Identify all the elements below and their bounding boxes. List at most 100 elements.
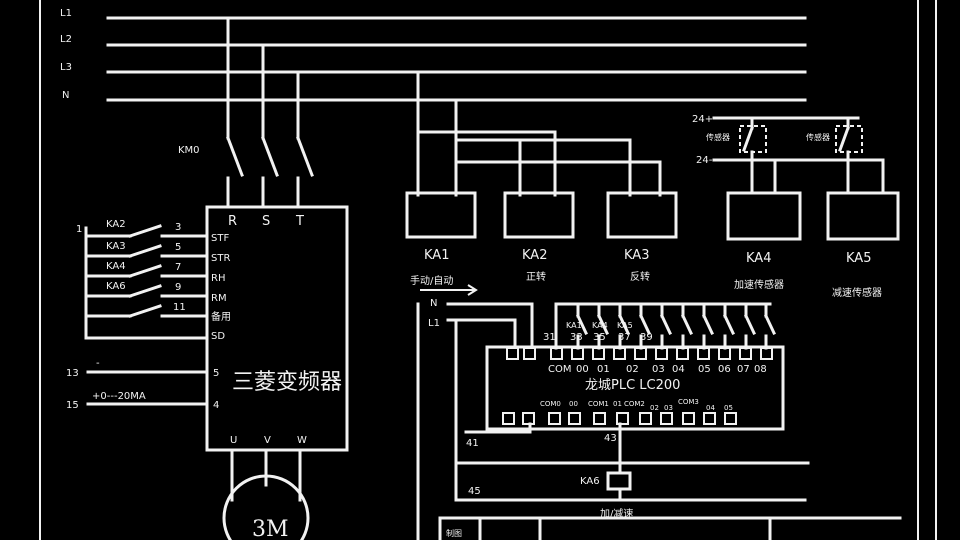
plc-output-wire-43: 43 bbox=[604, 433, 617, 444]
inverter-term-str: STR bbox=[211, 253, 230, 264]
relay-coil-ka4 bbox=[726, 191, 802, 241]
control-relay-ka3: KA3 bbox=[106, 241, 126, 252]
relay-desc-ka4: 加速传感器 bbox=[734, 278, 784, 291]
plc-output-com0: COM0 bbox=[540, 400, 561, 408]
plc-input-relay-ka5: KA5 bbox=[617, 321, 633, 330]
plc-output-02: 02 bbox=[650, 404, 659, 412]
plc-output-com2: COM2 bbox=[624, 400, 645, 408]
inverter: R S T STF STR RH RM 备用 SD 5 4 三菱变频器 U V … bbox=[205, 205, 349, 452]
power-bus: L1 L2 L3 N bbox=[60, 8, 807, 102]
control-relay-ka6: KA6 bbox=[106, 281, 126, 292]
plc-input-02: 02 bbox=[626, 364, 639, 375]
inverter-term-stf: STF bbox=[211, 233, 229, 244]
relay-desc-ka5: 减速传感器 bbox=[832, 286, 882, 299]
relay-coils: KA1 KA2 KA3 KA4 KA5 手动/自动 正转 反转 加速传感器 减速… bbox=[405, 191, 900, 299]
analog-wire-13-note: - bbox=[96, 358, 100, 369]
plc-input-03: 03 bbox=[652, 364, 665, 375]
plc-output-pins bbox=[502, 412, 737, 425]
control-relay-ka4: KA4 bbox=[106, 261, 126, 272]
inverter-term-v: V bbox=[264, 435, 271, 446]
inverter-term-spare: 备用 bbox=[211, 310, 231, 323]
relay-coil-ka5 bbox=[826, 191, 900, 241]
sensor-right-label: 传感器 bbox=[806, 132, 830, 142]
bus-label-l1: L1 bbox=[60, 8, 72, 19]
relay-label-ka5: KA5 bbox=[846, 251, 871, 266]
relay-desc-ka2: 正转 bbox=[526, 270, 546, 283]
plc-input-wire-37: 37 bbox=[618, 332, 631, 343]
plc-output-05: 05 bbox=[724, 404, 733, 412]
bus-label-l2: L2 bbox=[60, 34, 72, 45]
inverter-term-u: U bbox=[230, 435, 237, 446]
plc-output-relay-ka6: KA6 bbox=[580, 476, 600, 487]
inverter-term-r: R bbox=[228, 214, 237, 229]
analog-wire-15: 15 bbox=[66, 400, 79, 411]
wire-number-5: 5 bbox=[175, 242, 181, 253]
plc-output-com1: COM1 bbox=[588, 400, 609, 408]
inverter-term-rh: RH bbox=[211, 273, 225, 284]
plc-input-08: 08 bbox=[754, 364, 767, 375]
wire-number-9: 9 bbox=[175, 282, 181, 293]
plc-input-01: 01 bbox=[597, 364, 610, 375]
plc-output-04: 04 bbox=[706, 404, 715, 412]
plc-input-relay-ka1: KA1 bbox=[566, 321, 582, 330]
plc-output-wire-45: 45 bbox=[468, 486, 481, 497]
relay-feeders bbox=[416, 70, 662, 197]
bus-label-n: N bbox=[62, 90, 69, 101]
plc-input-switches bbox=[554, 302, 776, 350]
relay-label-ka4: KA4 bbox=[746, 251, 771, 266]
relay-coil-ka1 bbox=[405, 191, 477, 239]
inverter-term-rm: RM bbox=[211, 293, 227, 304]
inverter-title: 三菱变频器 bbox=[232, 370, 342, 395]
wire-number-3: 3 bbox=[175, 222, 181, 233]
relay-coil-ka3 bbox=[606, 191, 678, 239]
sensor-left-label: 传感器 bbox=[706, 132, 730, 142]
inverter-term-4: 4 bbox=[213, 400, 219, 411]
plc-output-wire-41: 41 bbox=[466, 438, 479, 449]
sensor-supply: 24+ 24- 传感器 传感器 bbox=[692, 114, 885, 195]
relay-desc-ka1: 手动/自动 bbox=[410, 274, 453, 287]
plc-output-com3: COM3 bbox=[678, 398, 699, 406]
inverter-term-sd: SD bbox=[211, 331, 225, 342]
supply-positive: 24+ bbox=[692, 114, 713, 125]
wire-number-7: 7 bbox=[175, 262, 181, 273]
plc-title: 龙城PLC LC200 bbox=[585, 378, 680, 393]
drawing-frame bbox=[39, 0, 937, 540]
relay-label-ka3: KA3 bbox=[624, 248, 649, 263]
relay-label-ka1: KA1 bbox=[424, 248, 449, 263]
plc-input-05: 05 bbox=[698, 364, 711, 375]
inverter-term-s: S bbox=[262, 214, 270, 229]
plc-input-00: 00 bbox=[576, 364, 589, 375]
plc-input-wire-33: 33 bbox=[570, 332, 583, 343]
motor: 3M bbox=[222, 448, 310, 540]
breaker-km0: KM0 bbox=[178, 16, 314, 209]
supply-negative: 24- bbox=[696, 155, 713, 166]
inverter-control-inputs: 1 KA2 KA3 KA4 KA6 3 5 7 9 11 13 bbox=[66, 219, 209, 411]
control-common-label: 1 bbox=[76, 224, 82, 235]
plc-supply-n: N bbox=[430, 298, 437, 309]
relay-coil-ka6 bbox=[606, 471, 632, 491]
plc-input-wire-39: 39 bbox=[640, 332, 653, 343]
bus-label-l3: L3 bbox=[60, 62, 72, 73]
relay-label-ka2: KA2 bbox=[522, 248, 547, 263]
title-block: 制图 bbox=[438, 516, 902, 540]
control-relay-ka2: KA2 bbox=[106, 219, 126, 230]
plc-supply-l1: L1 bbox=[428, 318, 440, 329]
inverter-term-5: 5 bbox=[213, 368, 219, 379]
plc-output-01: 01 bbox=[613, 400, 622, 408]
wire-number-11: 11 bbox=[173, 302, 186, 313]
title-block-label: 制图 bbox=[446, 528, 462, 538]
analog-wire-15-note: +0---20MA bbox=[92, 391, 146, 402]
analog-wire-13: 13 bbox=[66, 368, 79, 379]
breaker-label: KM0 bbox=[178, 145, 200, 156]
plc-input-relay-ka4: KA4 bbox=[592, 321, 608, 330]
plc-output-00: 00 bbox=[569, 400, 578, 408]
plc-com-label: COM bbox=[548, 364, 571, 375]
plc: 龙城PLC LC200 N L1 COM 00 01 02 03 0 bbox=[416, 298, 810, 540]
plc-output-03: 03 bbox=[664, 404, 673, 412]
plc-input-pins bbox=[506, 347, 773, 360]
relay-coil-ka2 bbox=[503, 191, 575, 239]
plc-input-wire-31: 31 bbox=[543, 332, 556, 343]
inverter-term-w: W bbox=[297, 435, 307, 446]
plc-input-07: 07 bbox=[737, 364, 750, 375]
